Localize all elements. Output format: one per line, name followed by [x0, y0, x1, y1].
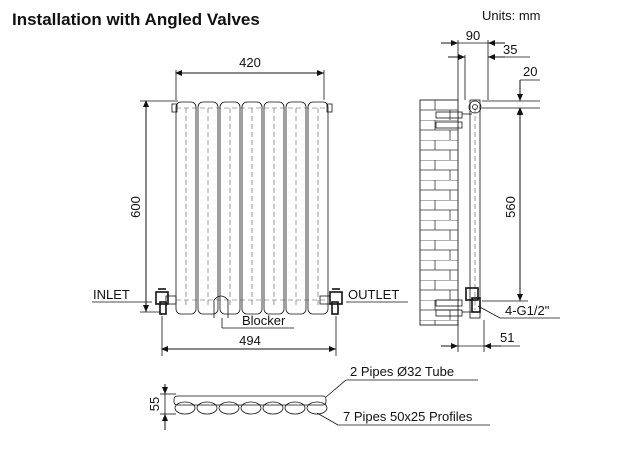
radiator-side-profile: [469, 99, 481, 319]
wall-bracket-top: [435, 111, 472, 129]
profiles-spec-label: 7 Pipes 50x25 Profiles: [343, 409, 473, 424]
outlet-valve: [319, 288, 343, 315]
units-label: Units: mm: [482, 8, 541, 23]
offset-dimension-label: 35: [503, 42, 517, 57]
radiator-tubes: [171, 101, 333, 315]
blocker-symbol: [213, 295, 229, 318]
top-pipe-circle: [468, 100, 482, 114]
pipes-spec-label: 2 Pipes Ø32 Tube: [350, 364, 454, 379]
thread-spec-label: 4-G1/2": [505, 303, 550, 318]
centers-dimension-label: 560: [503, 196, 518, 218]
top-header-pipe: [173, 395, 327, 406]
brick-wall: [419, 99, 459, 326]
outlet-label: OUTLET: [348, 287, 399, 302]
side-view: 90 35 20 560 4-G1/2" 51: [419, 28, 560, 352]
wall-bracket-bottom: [435, 299, 472, 317]
front-view: 420 600 INLET OUTLET Blocker 494: [92, 55, 408, 356]
top-offset-dimension-label: 20: [523, 64, 537, 79]
side-valve: [465, 287, 481, 313]
inlet-label: INLET: [93, 287, 130, 302]
height-dimension-label: 600: [128, 196, 143, 218]
top-depth-label: 55: [147, 397, 162, 411]
inlet-valve: [155, 288, 177, 315]
blocker-label: Blocker: [242, 313, 286, 328]
overall-width-label: 494: [239, 333, 261, 348]
diagram-title: Installation with Angled Valves: [12, 10, 260, 29]
bottom-depth-label: 51: [500, 330, 514, 345]
width-dimension-label: 420: [239, 55, 261, 70]
profile-ovals: [174, 401, 328, 415]
top-view: 55 2 Pipes Ø32 Tube 7 Pipes 50x25 Profil…: [147, 364, 490, 430]
depth-dimension-label: 90: [466, 28, 480, 43]
